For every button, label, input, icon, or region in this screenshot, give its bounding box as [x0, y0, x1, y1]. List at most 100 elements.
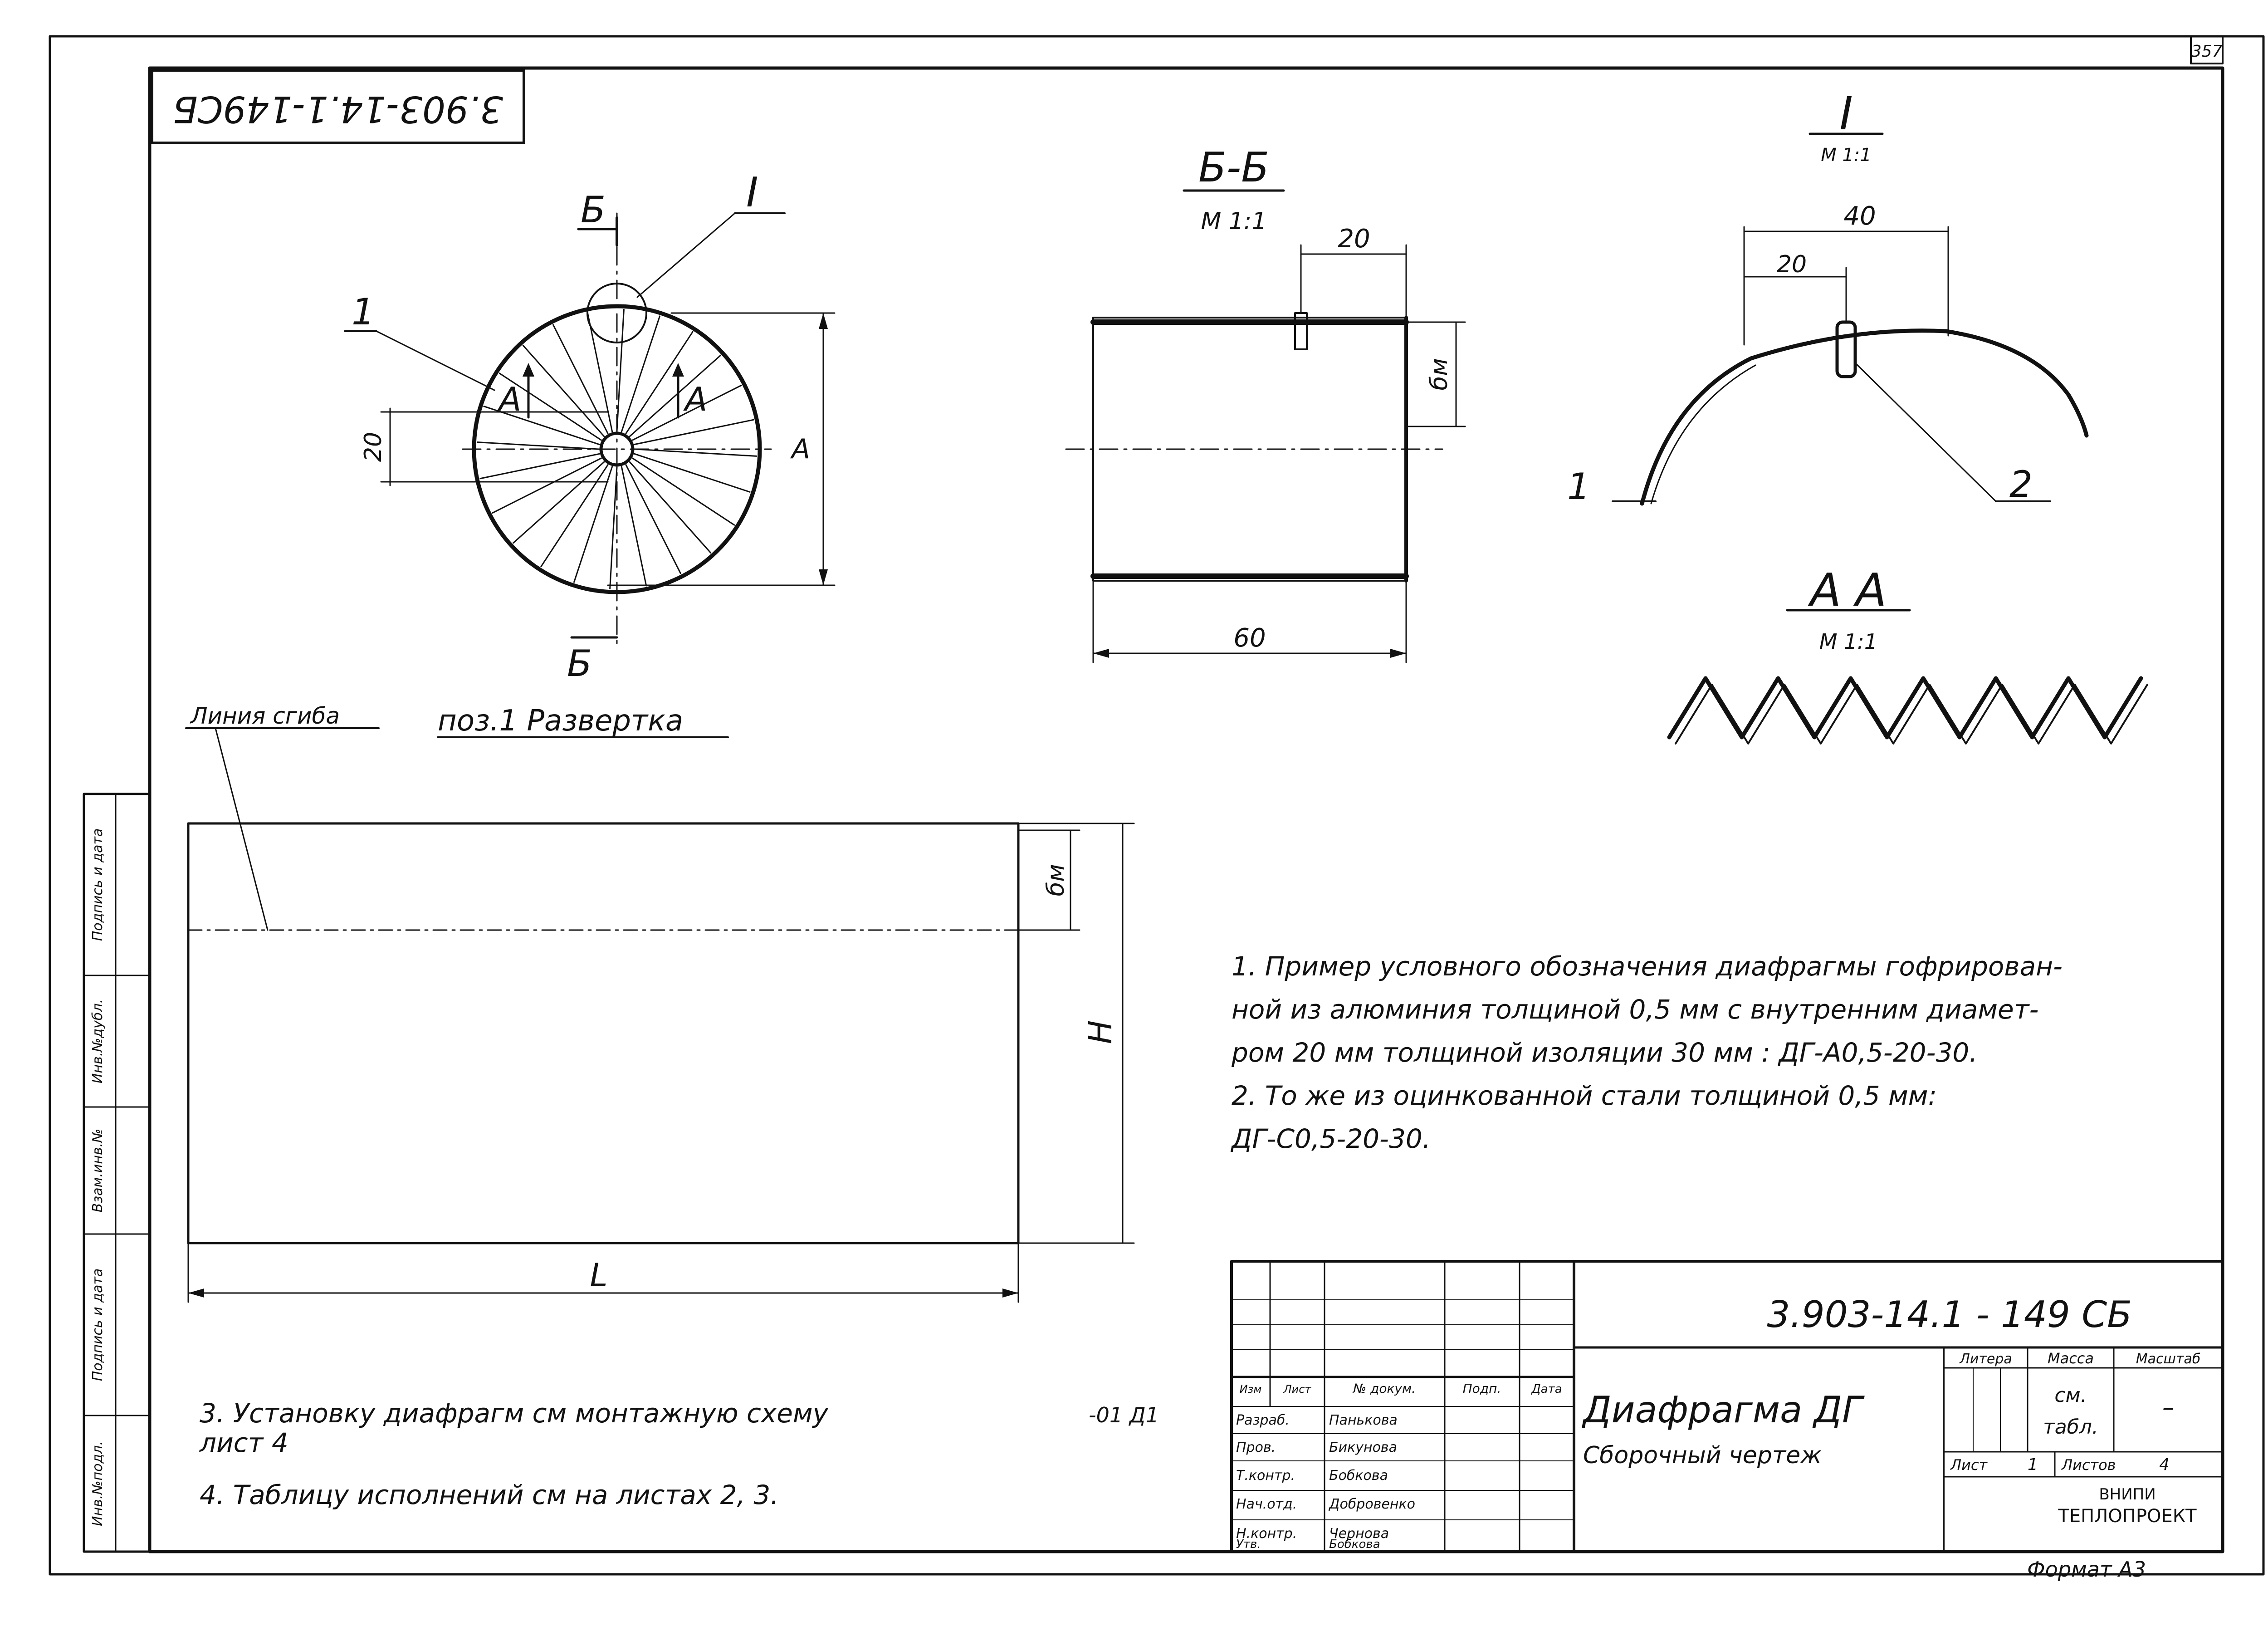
tb-scale-label: Масштаб — [2136, 1351, 2201, 1367]
spoke-line — [479, 453, 600, 480]
format-label: Формат А3 — [2027, 1557, 2146, 1582]
spoke-line — [625, 331, 694, 434]
spoke-line — [634, 453, 751, 493]
notes-bottom: 3. Установку диафрагм см монтажную схему… — [199, 1398, 1159, 1510]
tb-mass-label: Масса — [2048, 1350, 2094, 1367]
front-section-mark-bottom: Б — [567, 642, 592, 685]
front-detail-mark: I — [746, 169, 758, 216]
title-block — [1230, 1260, 2224, 1553]
side-label-2: Подпись и дата — [90, 1269, 106, 1381]
spoke-line — [587, 312, 613, 432]
front-dim-inner: 20 — [360, 432, 387, 462]
spoke-line — [634, 448, 758, 457]
detail-i-view — [1612, 132, 2089, 506]
detail-i-callout-1: 1 — [1567, 465, 1590, 508]
sheet-frame — [49, 35, 2265, 1576]
detail-i-dim-total: 40 — [1843, 201, 1876, 231]
development-dim-fold: бм — [1042, 864, 1070, 896]
tb-sheets-value: 4 — [2159, 1455, 2170, 1474]
note-bottom-3: 4. Таблицу исполнений см на листах 2, 3. — [200, 1479, 779, 1510]
tb-sheet-label: Лист — [1950, 1456, 1988, 1474]
note-line-5: ДГ-С0,5-20-30. — [1230, 1123, 1431, 1154]
side-table: Инв.№подл. Подпись и дата Взам.инв.№ Инв… — [83, 793, 151, 1553]
title-block-name: Диафрагма ДГ — [1582, 1389, 1865, 1431]
spoke-line — [629, 354, 721, 437]
tb-name-3: Бобкова — [1329, 1468, 1388, 1484]
section-bb-dim-top: 20 — [1338, 224, 1370, 254]
front-section-mark-top: Б — [581, 189, 606, 231]
section-bb-dim-width: 60 — [1233, 623, 1266, 653]
note-line-2: ной из алюминия толщиной 0,5 мм с внутре… — [1232, 994, 2038, 1025]
detail-i-title: I — [1839, 87, 1853, 140]
spoke-line — [621, 466, 647, 587]
side-label-5: Подпись и дата — [90, 828, 106, 941]
section-bb-scale: М 1:1 — [1201, 208, 1266, 235]
sheet-number: 357 — [2191, 42, 2223, 61]
tb-role-5: Н.контр. — [1236, 1526, 1297, 1542]
front-arrow-a-right: А — [683, 380, 707, 418]
spoke-line — [616, 309, 625, 432]
tb-head-sign: Подп. — [1463, 1381, 1501, 1396]
stamp-code-rotated: 3.903-14.1-149СБ — [173, 88, 503, 130]
spoke-line — [632, 457, 735, 526]
tb-head-list: Лист — [1283, 1383, 1312, 1396]
development-view — [185, 727, 1135, 1303]
section-aa-scale: М 1:1 — [1819, 629, 1877, 654]
development-dim-length: L — [590, 1257, 608, 1294]
spoke-line — [483, 406, 600, 446]
side-label-3: Взам.инв.№ — [90, 1129, 106, 1213]
tb-name-5: Чернова — [1329, 1526, 1389, 1542]
section-bb-dim-depth: бм — [1426, 358, 1453, 390]
note-line-4: 2. То же из оцинкованной стали толщиной … — [1232, 1080, 1937, 1111]
development-title: поз.1 Развертка — [438, 704, 683, 738]
section-aa-view — [1667, 609, 2148, 745]
tb-name-6: Бобкова — [1329, 1538, 1380, 1551]
spoke-line — [476, 441, 600, 450]
spoke-line — [573, 466, 613, 583]
note-bottom-1: 3. Установку диафрагм см монтажную схему — [200, 1398, 829, 1429]
spoke-line — [540, 464, 609, 568]
section-bb-title: Б-Б — [1198, 144, 1269, 191]
stamp-rotated: 3.903-14.1-149СБ — [151, 69, 525, 144]
title-block-code: 3.903-14.1 - 149 СБ — [1767, 1293, 2132, 1336]
spoke-line — [632, 385, 742, 441]
tb-sheet-value: 1 — [2028, 1455, 2038, 1474]
spoke-line — [629, 461, 712, 553]
section-bb-view — [1065, 189, 1466, 663]
detail-i-dim-half: 20 — [1777, 251, 1807, 278]
spoke-line — [552, 324, 609, 434]
title-block-doc-type: Сборочный чертеж — [1583, 1442, 1822, 1469]
tb-role-6: Утв. — [1236, 1538, 1261, 1551]
tb-role-4: Нач.отд. — [1236, 1496, 1297, 1512]
tb-sheets-label: Листов — [2061, 1456, 2116, 1474]
note-ref: -01 Д1 — [1089, 1403, 1159, 1427]
spoke-line — [513, 461, 605, 544]
side-label-1: Инв.№подл. — [90, 1441, 106, 1526]
spoke-line — [499, 372, 602, 441]
note-bottom-2: лист 4 — [199, 1427, 288, 1458]
note-line-1: 1. Пример условного обозначения диафрагм… — [1232, 951, 2063, 982]
development-dim-height: H — [1082, 1020, 1119, 1044]
note-line-3: ром 20 мм толщиной изоляции 30 мм : ДГ-А… — [1231, 1037, 1978, 1068]
tb-name-2: Бикунова — [1329, 1440, 1397, 1455]
detail-i-scale: М 1:1 — [1821, 145, 1872, 166]
tb-mass-value-1: см. — [2054, 1384, 2087, 1407]
tb-role-2: Пров. — [1236, 1440, 1276, 1455]
tb-scale-value: – — [2162, 1394, 2174, 1421]
spoke-line — [625, 464, 681, 574]
tb-name-4: Добровенко — [1328, 1496, 1415, 1512]
tb-role-3: Т.контр. — [1236, 1468, 1295, 1484]
tb-org-2: ТЕПЛОПРОЕКТ — [2058, 1506, 2197, 1527]
tb-head-doc: № докум. — [1352, 1381, 1416, 1396]
detail-i-callout-2: 2 — [2009, 463, 2033, 505]
front-view — [344, 212, 836, 645]
tb-head-izm: Изм — [1240, 1383, 1262, 1396]
spoke-line — [634, 419, 754, 446]
section-aa-title: А А — [1808, 563, 1887, 617]
tb-role-1: Разраб. — [1236, 1412, 1290, 1428]
tb-name-1: Панькова — [1329, 1412, 1398, 1428]
spoke-line — [621, 315, 660, 432]
notes-block: 1. Пример условного обозначения диафрагм… — [1230, 951, 2063, 1154]
tb-head-date: Дата — [1531, 1382, 1562, 1396]
